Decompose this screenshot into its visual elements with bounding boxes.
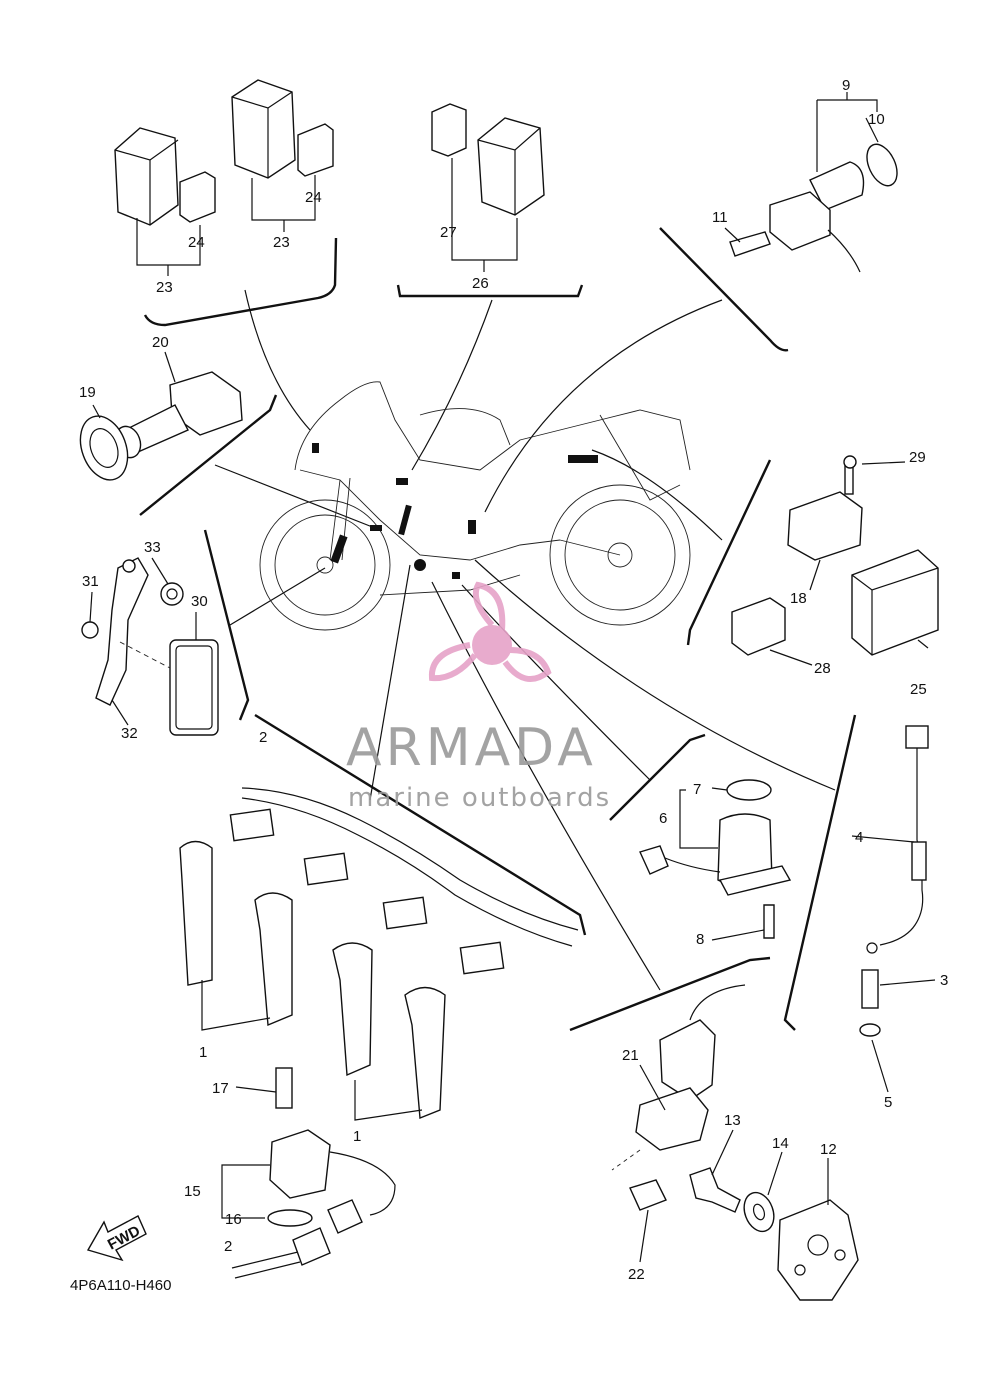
label-27: 27 (440, 224, 457, 241)
label-12: 12 (820, 1141, 837, 1158)
label-16: 16 (225, 1211, 242, 1228)
sensor-6-assembly (639, 779, 792, 939)
label-3: 3 (940, 972, 948, 989)
label-24a: 24 (188, 234, 205, 251)
label-1a: 1 (199, 1044, 207, 1061)
label-23a: 23 (156, 279, 173, 296)
label-25: 25 (910, 681, 927, 698)
label-31: 31 (82, 573, 99, 590)
sensor-9-assembly (729, 92, 898, 273)
label-19: 19 (79, 384, 96, 401)
armada-watermark: ARMADA marine outboards (346, 581, 611, 813)
label-23b: 23 (273, 234, 290, 251)
label-28: 28 (814, 660, 831, 677)
leader-lines (89, 117, 936, 1263)
label-33: 33 (144, 539, 161, 556)
label-20: 20 (152, 334, 169, 351)
armada-logo-icon (428, 581, 552, 683)
label-18: 18 (790, 590, 807, 607)
label-17: 17 (212, 1080, 229, 1097)
label-5: 5 (884, 1094, 892, 1111)
modules-18-25-28-assembly (731, 455, 939, 656)
label-21: 21 (622, 1047, 639, 1064)
callout-lines (139, 227, 857, 1032)
diagram-code: 4P6A110-H460 (70, 1277, 171, 1294)
label-14: 14 (772, 1135, 789, 1152)
label-26: 26 (472, 275, 489, 292)
label-2b: 2 (224, 1238, 232, 1255)
label-6: 6 (659, 810, 667, 827)
sensor-15-assembly (221, 1067, 396, 1279)
relay-assembly-center (431, 103, 545, 216)
label-29: 29 (909, 449, 926, 466)
fwd-arrow-icon: FWD (86, 1215, 147, 1262)
motorcycle-outline (259, 381, 691, 631)
bracket-23-24 (136, 158, 518, 276)
wire-harness (229, 787, 579, 975)
label-2a: 2 (259, 729, 267, 746)
label-22: 22 (628, 1266, 645, 1283)
relay-assembly-left (114, 127, 216, 226)
label-4: 4 (855, 829, 863, 846)
relay-assembly-right (231, 79, 334, 179)
label-8: 8 (696, 931, 704, 948)
bracket-30-33-assembly (81, 557, 219, 736)
label-15: 15 (184, 1183, 201, 1200)
label-1b: 1 (353, 1128, 361, 1145)
label-7: 7 (693, 781, 701, 798)
label-9: 9 (842, 77, 850, 94)
label-10: 10 (868, 111, 885, 128)
pickup-assembly (611, 984, 859, 1301)
sensor-4-assembly (859, 725, 929, 1037)
watermark-brand: ARMADA (346, 718, 597, 778)
label-24b: 24 (305, 189, 322, 206)
label-30: 30 (191, 593, 208, 610)
part-labels: 1 1 2 2 3 4 5 6 7 8 9 10 11 12 13 14 15 … (70, 77, 948, 1294)
label-13: 13 (724, 1112, 741, 1129)
ignition-coils (179, 840, 446, 1121)
label-32: 32 (121, 725, 138, 742)
sensor-20-assembly (79, 371, 243, 481)
label-11: 11 (712, 209, 728, 226)
watermark-tagline: marine outboards (348, 783, 611, 813)
